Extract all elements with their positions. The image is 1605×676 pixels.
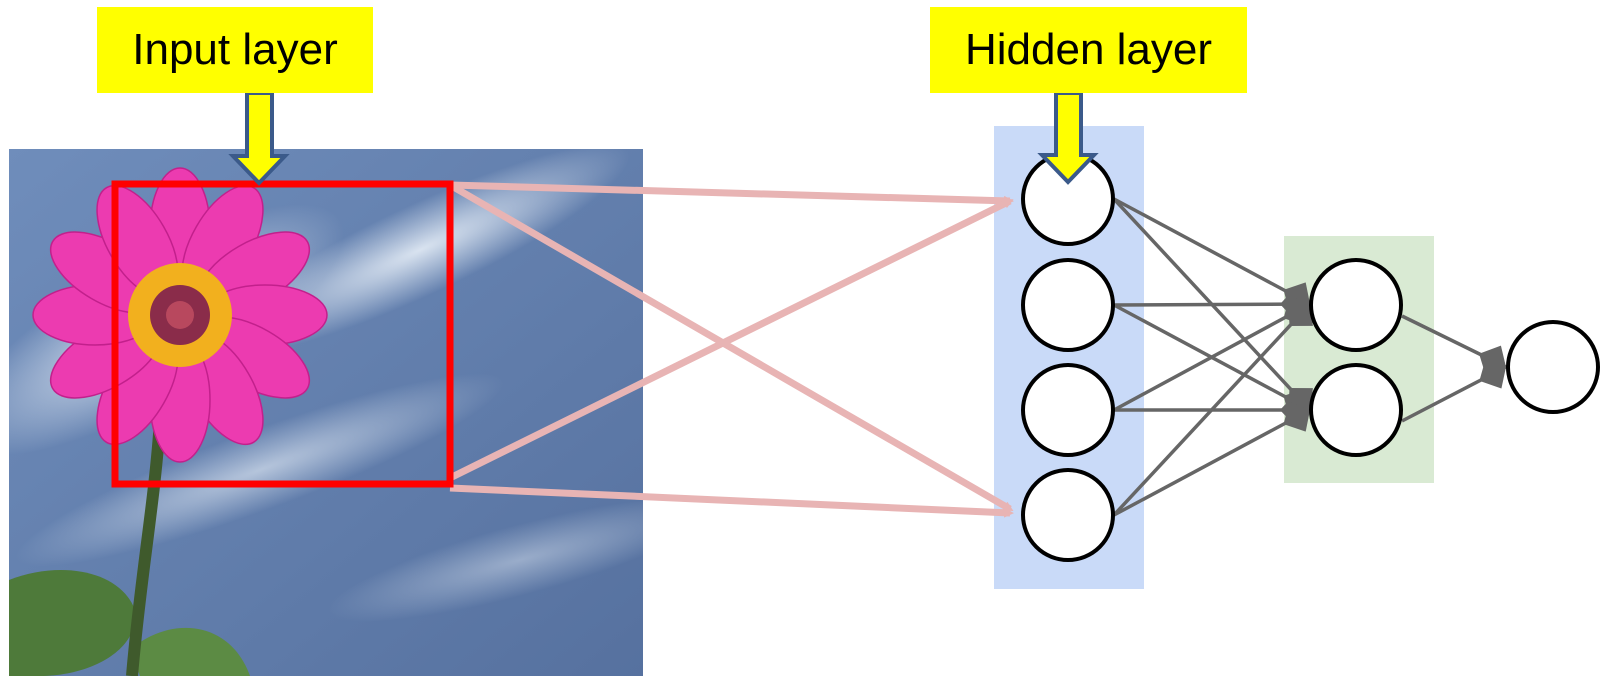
hidden-node-3: [1021, 363, 1115, 457]
hidden-layer-arrow-icon: [1037, 91, 1099, 185]
projection-line-bottom-top: [448, 197, 1014, 482]
output-node: [1506, 320, 1600, 414]
projection-lines: [448, 181, 1014, 518]
second-layer-node-1: [1309, 258, 1403, 352]
second-to-output-connections: [1401, 314, 1507, 423]
receptive-field-box: [111, 180, 454, 488]
projection-line-top-top: [449, 181, 1014, 206]
input-layer-arrow-icon: [228, 91, 290, 186]
hidden-node-4: [1021, 468, 1115, 562]
hidden-to-second-connections: [1112, 197, 1313, 517]
second-layer-node-2: [1309, 363, 1403, 457]
projection-line-bottom-bottom: [449, 484, 1014, 518]
hidden-node-2: [1021, 258, 1115, 352]
projection-line-top-bottom: [448, 181, 1014, 513]
hidden-layer-label: Hidden layer: [930, 7, 1247, 93]
input-layer-label: Input layer: [97, 7, 373, 93]
